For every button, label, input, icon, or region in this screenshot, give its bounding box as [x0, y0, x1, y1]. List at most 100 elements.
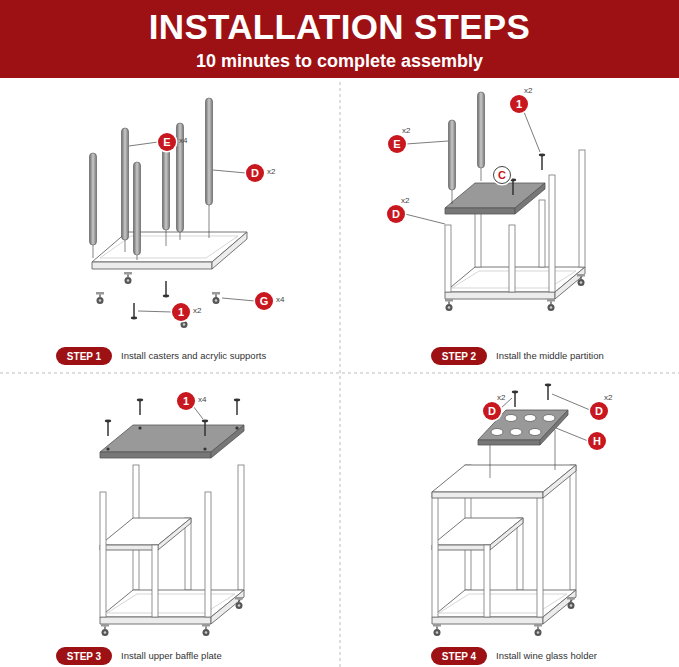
callout-number: H	[588, 432, 606, 450]
callout-number: Dx2	[246, 164, 264, 182]
step1-illustration	[92, 262, 212, 269]
divider	[340, 82, 341, 667]
step3-illustration	[235, 426, 238, 429]
step4-illustration	[555, 430, 556, 470]
step4-illustration	[490, 445, 491, 478]
step4-illustration	[512, 391, 518, 407]
step2-illustration	[539, 154, 545, 170]
step2-illustration	[555, 267, 585, 299]
step1-illustration	[129, 142, 158, 146]
quantity: x2	[193, 306, 201, 316]
step2-illustration	[547, 299, 555, 311]
step4-illustration	[529, 429, 541, 436]
callout-number: Dx2	[590, 402, 608, 420]
page-title: INSTALLATION STEPS	[0, 7, 679, 47]
quantity: x2	[524, 86, 532, 96]
step2-illustration	[549, 175, 555, 292]
step2-illustration	[515, 183, 545, 214]
step1-illustration	[137, 255, 138, 260]
step1-illustration	[124, 272, 132, 284]
step4-illustration	[491, 429, 503, 436]
part-letter: D	[392, 208, 400, 220]
step1-illustration	[138, 311, 172, 312]
quantity: x2	[604, 393, 612, 403]
callout-number: Dx2	[483, 402, 501, 420]
step1-illustration	[163, 142, 170, 230]
step1-illustration	[209, 205, 210, 238]
step-description: Install the middle partition	[496, 350, 604, 362]
part-letter: D	[251, 167, 259, 179]
step2-illustration	[449, 120, 456, 190]
step1-illustration	[131, 303, 137, 319]
part-letter: 1	[178, 306, 184, 318]
step2-illustration	[445, 292, 555, 299]
step4-illustration	[478, 440, 540, 445]
step2-illustration	[539, 200, 545, 267]
step1-illustration	[96, 292, 104, 304]
divider	[0, 373, 679, 374]
quantity: x4	[179, 136, 187, 146]
step2-illustration	[577, 274, 585, 286]
quantity: x4	[276, 295, 284, 305]
callout-number: 1x2	[172, 303, 190, 321]
step4-illustration	[432, 465, 576, 636]
step1-illustration	[93, 245, 94, 258]
step2-illustration	[452, 190, 453, 204]
part-letter: H	[593, 435, 601, 447]
quantity: x2	[267, 167, 275, 177]
step4-illustration	[510, 429, 522, 436]
step-number: STEP 4	[442, 651, 476, 662]
step4-illustration	[556, 428, 588, 441]
step1-illustration	[166, 230, 167, 246]
step4-illustration	[543, 465, 576, 498]
step2-illustration	[405, 214, 445, 224]
callout-number: 1x4	[177, 392, 195, 410]
part-letter: 1	[516, 98, 522, 110]
step3-illustration	[202, 420, 208, 436]
quantity: x2	[402, 126, 410, 136]
step1-illustration	[90, 153, 97, 245]
step2-illustration	[481, 168, 482, 181]
subtitle: 10 minutes to complete assembly	[0, 50, 679, 72]
step-description: Install casters and acrylic supports	[121, 350, 266, 362]
step-badge: STEP 1	[56, 347, 112, 365]
step4-illustration	[543, 415, 555, 422]
step3-illustration	[193, 406, 203, 419]
step3-illustration	[100, 452, 211, 458]
header-band	[0, 0, 679, 78]
step3-illustration	[106, 447, 109, 450]
step2-illustration	[445, 225, 451, 292]
step-number: STEP 1	[67, 351, 101, 362]
step-number: STEP 3	[67, 651, 101, 662]
quantity: x4	[198, 395, 206, 405]
step2-illustration	[524, 112, 540, 152]
step1-illustration	[222, 298, 255, 301]
step2-illustration	[579, 150, 585, 267]
step-badge: STEP 2	[431, 347, 487, 365]
step3-illustration	[211, 425, 244, 458]
step3-illustration	[100, 399, 244, 636]
step1-illustration	[180, 232, 181, 240]
step1-illustration	[163, 281, 169, 297]
step2-illustration	[510, 179, 516, 195]
step3-illustration	[203, 447, 206, 450]
step2-illustration	[478, 92, 485, 168]
part-letter: 1	[183, 395, 189, 407]
step2-illustration	[445, 299, 453, 311]
part-letter: D	[595, 405, 603, 417]
step1-illustration	[100, 236, 238, 258]
step3-illustration	[100, 465, 244, 636]
part-letter: G	[260, 295, 269, 307]
step1-illustration	[134, 162, 141, 255]
step1-illustration	[125, 240, 126, 252]
step1-illustration	[212, 292, 220, 304]
part-letter-ring: C	[493, 166, 511, 184]
step1-illustration	[90, 98, 256, 328]
quantity: x2	[401, 196, 409, 206]
step1-illustration	[206, 98, 213, 205]
step3-illustration	[105, 420, 111, 436]
step4-illustration	[545, 384, 551, 400]
step4-illustration	[432, 384, 590, 636]
